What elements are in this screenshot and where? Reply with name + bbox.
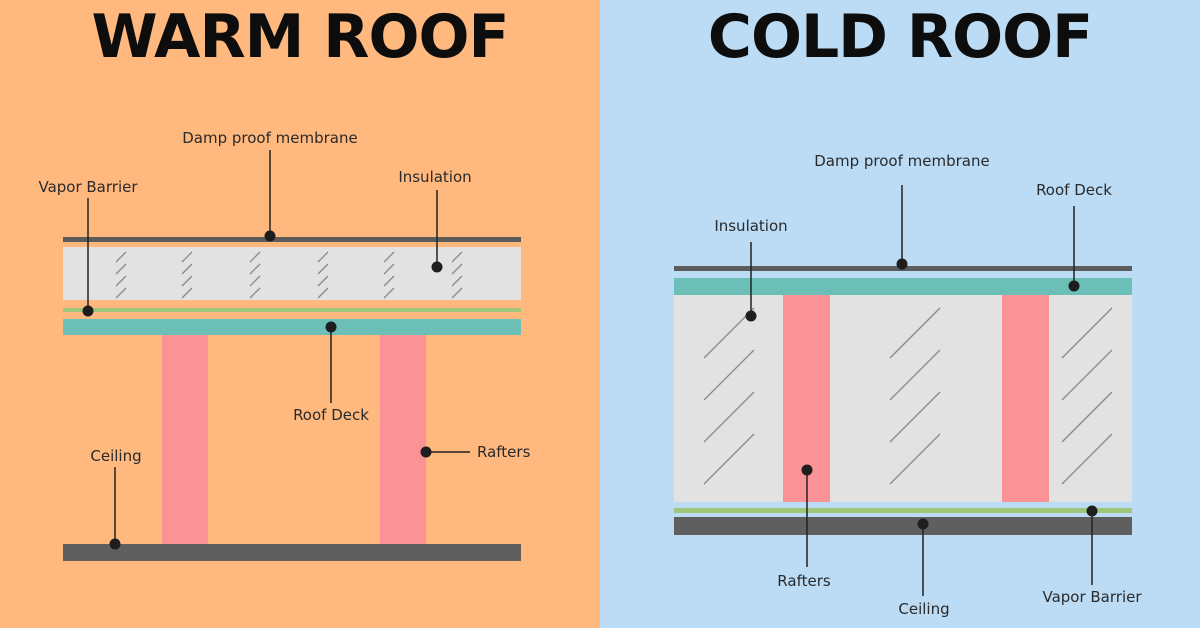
warm-label-vapor-barrier: Vapor Barrier — [38, 178, 138, 196]
warm-label-rafters: Rafters — [477, 443, 531, 461]
cold-callout-dots — [745, 258, 1098, 530]
cold-leader-lines — [750, 185, 1093, 596]
warm-label-insulation: Insulation — [398, 168, 471, 186]
warm-insulation-hatching — [115, 251, 463, 299]
cold-ceiling — [674, 517, 1132, 535]
warm-roof-diagram: Damp proof membrane Insulation Vapor Bar… — [38, 129, 531, 561]
cold-roof-diagram: Damp proof membrane Roof Deck Insulation… — [674, 152, 1142, 618]
warm-vapor-barrier — [63, 308, 521, 312]
warm-leader-lines — [87, 150, 470, 544]
cold-rafter-right — [1002, 295, 1049, 502]
warm-label-damp-proof-membrane: Damp proof membrane — [182, 129, 357, 147]
cold-label-roof-deck: Roof Deck — [1036, 181, 1112, 199]
cold-roof-deck — [674, 278, 1132, 295]
cold-label-insulation: Insulation — [714, 217, 787, 235]
cold-label-ceiling: Ceiling — [898, 600, 949, 618]
cold-vapor-barrier — [674, 508, 1132, 513]
warm-rafter-right — [380, 335, 426, 545]
cold-insulation-hatching — [703, 307, 1113, 485]
warm-ceiling — [63, 544, 521, 561]
warm-roof-title: WARM ROOF — [91, 2, 510, 72]
warm-damp-proof-membrane — [63, 237, 521, 242]
warm-label-roof-deck: Roof Deck — [293, 406, 369, 424]
cold-roof-title: COLD ROOF — [707, 2, 1093, 72]
cold-roof-panel: COLD ROOF — [600, 0, 1200, 628]
warm-callout-dots — [82, 230, 443, 550]
warm-label-ceiling: Ceiling — [90, 447, 141, 465]
warm-roof-panel: WARM ROOF — [0, 0, 600, 628]
cold-label-damp-proof-membrane: Damp proof membrane — [814, 152, 989, 170]
warm-roof-deck — [63, 319, 521, 335]
warm-insulation-layer — [63, 247, 521, 300]
cold-label-vapor-barrier: Vapor Barrier — [1042, 588, 1142, 606]
warm-rafter-left — [162, 335, 208, 545]
cold-label-rafters: Rafters — [777, 572, 831, 590]
cold-insulation-layer — [674, 295, 1132, 502]
